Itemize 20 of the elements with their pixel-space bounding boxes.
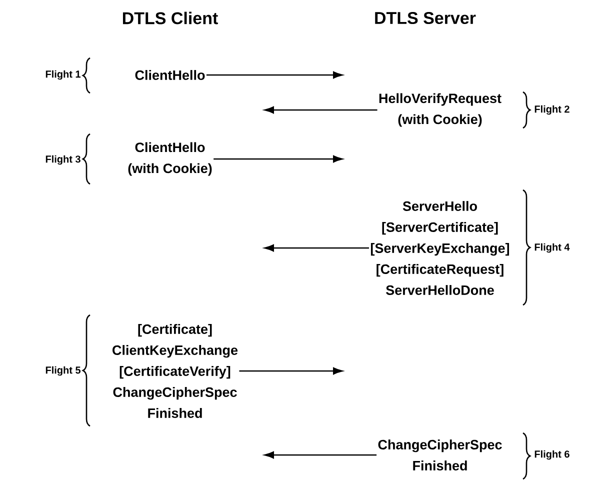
flight-label: Flight 5 bbox=[46, 366, 81, 376]
arrow bbox=[214, 155, 343, 163]
message-text: ClientHello bbox=[135, 70, 205, 80]
column-heading: DTLS Client bbox=[122, 12, 218, 24]
arrow bbox=[264, 106, 378, 114]
arrow bbox=[206, 71, 343, 79]
column-heading: DTLS Server bbox=[375, 12, 476, 24]
flight-label: Flight 1 bbox=[46, 70, 81, 80]
arrow bbox=[239, 367, 343, 375]
arrow bbox=[264, 451, 377, 459]
message-text: HelloVerifyRequest (with Cookie) bbox=[379, 93, 502, 127]
message-text: ClientHello (with Cookie) bbox=[128, 142, 212, 176]
flight-label: Flight 2 bbox=[534, 105, 570, 115]
message-text: ServerHello [ServerCertificate] [ServerKeyExchange] [CertificateRequest] ServerHelloDone bbox=[370, 201, 509, 295]
message-text: ChangeCipherSpec Finished bbox=[378, 440, 502, 470]
flight-label: Flight 6 bbox=[534, 450, 570, 460]
arrow bbox=[264, 244, 370, 252]
flight-label: Flight 4 bbox=[534, 243, 570, 253]
message-text: [Certificate] ClientKeyExchange [CertificateVerify] ChangeCipherSpec Finished bbox=[112, 324, 238, 418]
flight-label: Flight 3 bbox=[46, 155, 80, 165]
